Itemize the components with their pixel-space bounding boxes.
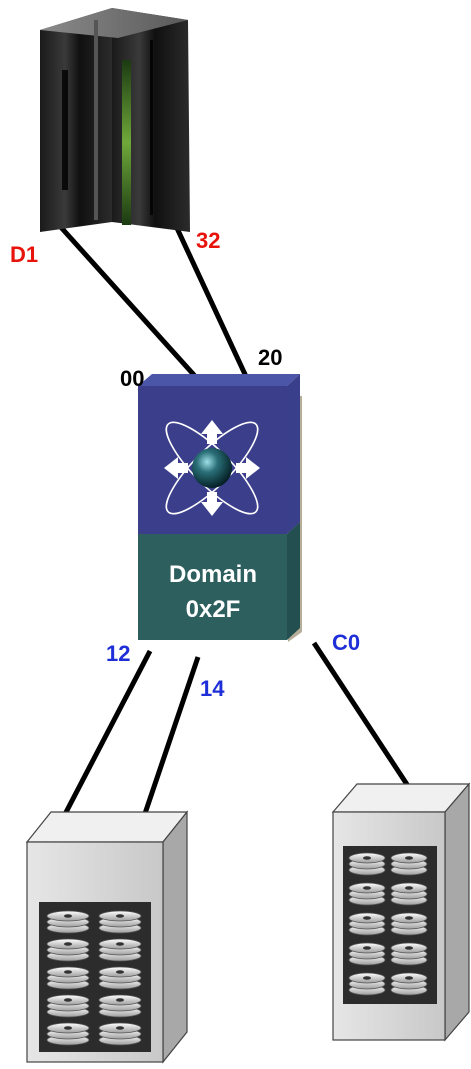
link-12-storage (47, 649, 153, 845)
disk-hub (363, 886, 371, 890)
disk-hub (363, 856, 371, 860)
disk-hub (405, 976, 413, 980)
disk-hub (363, 916, 371, 920)
disk-hub (64, 914, 72, 918)
port-label-d1: D1 (10, 242, 39, 267)
disk-hub (405, 916, 413, 920)
mainframe-server-icon (40, 8, 190, 232)
disk-hub (116, 998, 124, 1002)
switch-domain-label: Domain (168, 561, 257, 588)
disk-hub (405, 856, 413, 860)
disk-array-icon (25, 810, 189, 1064)
port-label-12: 12 (106, 641, 131, 666)
disk-hub (64, 1026, 72, 1030)
link-d1-00 (56, 222, 205, 387)
disk-hub (64, 970, 72, 974)
port-label-00: 00 (120, 366, 145, 391)
disk-hub (405, 946, 413, 950)
fc-switch-icon (137, 374, 302, 642)
port-label-20: 20 (258, 345, 283, 370)
port-label-c0: C0 (332, 630, 361, 655)
port-label-32: 32 (196, 228, 221, 253)
link-32-20 (173, 224, 253, 387)
disk-hub (363, 976, 371, 980)
disk-hub (116, 942, 124, 946)
disk-hub (64, 942, 72, 946)
switch-domain-id: 0x2F (185, 596, 241, 623)
disk-array-icon (331, 782, 471, 1042)
disk-hub (116, 1026, 124, 1030)
disk-hub (405, 886, 413, 890)
disk-hub (64, 998, 72, 1002)
link-c0-storage (311, 641, 413, 791)
disk-hub (363, 946, 371, 950)
port-label-14: 14 (200, 676, 225, 701)
disk-hub (116, 914, 124, 918)
disk-hub (116, 970, 124, 974)
